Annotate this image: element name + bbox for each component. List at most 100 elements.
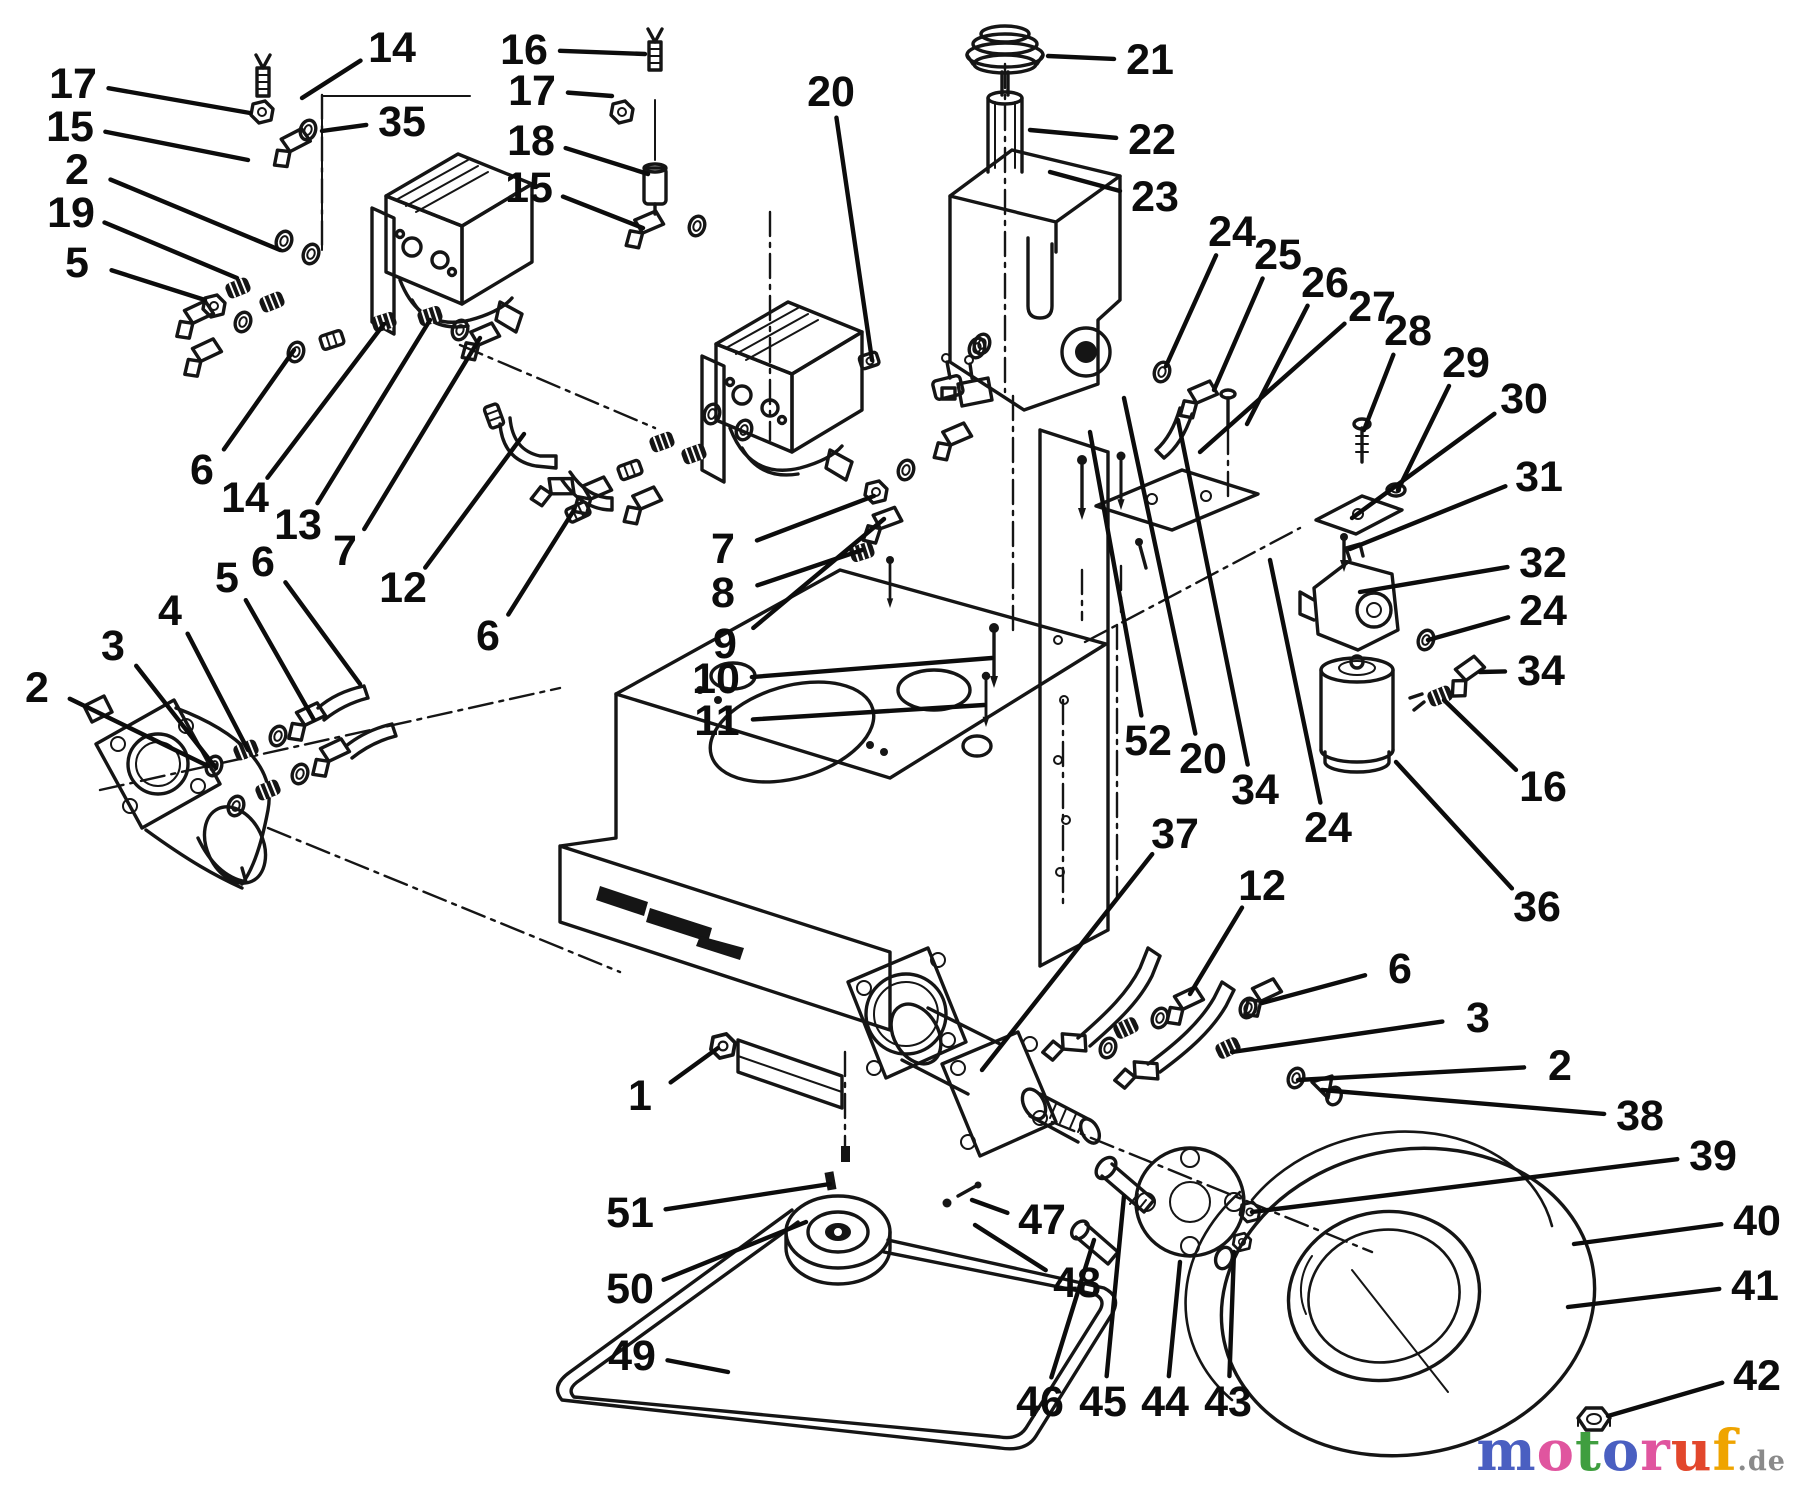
callout-16: 16 [500, 26, 548, 74]
watermark-letter: t [1574, 1418, 1602, 1484]
callout-24: 24 [1519, 587, 1567, 635]
leader-line-15 [103, 129, 251, 163]
fittings-left-motor [201, 684, 398, 820]
callout-35: 35 [378, 98, 426, 146]
leader-line-24 [1267, 557, 1323, 805]
leader-line-32 [1357, 564, 1510, 595]
reservoir-cap [965, 24, 1045, 75]
callout-13: 13 [274, 501, 322, 549]
callout-26: 26 [1301, 259, 1349, 307]
leader-line-2 [1295, 1065, 1527, 1083]
mount-plates [1094, 388, 1407, 572]
center-lines [98, 62, 1374, 1254]
leader-line-6 [221, 347, 297, 452]
callout-6: 6 [251, 538, 275, 586]
hose-left-upper [481, 401, 614, 515]
callout-15: 15 [46, 103, 94, 151]
callout-43: 43 [1204, 1378, 1252, 1426]
callout-32: 32 [1519, 539, 1567, 587]
callout-3: 3 [101, 622, 125, 670]
leader-line-16 [1441, 697, 1519, 773]
leader-line-2 [67, 696, 211, 769]
leader-line-7 [754, 493, 877, 543]
callout-5: 5 [215, 554, 239, 602]
watermark-logo: motoruf.de [1476, 1418, 1786, 1484]
leader-line-52 [1087, 429, 1144, 718]
leader-line-41 [1565, 1286, 1722, 1310]
callout-14: 14 [368, 24, 416, 72]
callout-14: 14 [221, 474, 269, 522]
leader-line-29 [1395, 383, 1452, 493]
leader-line-16 [557, 48, 648, 57]
fasteners [709, 1032, 1612, 1432]
callout-2: 2 [25, 664, 49, 712]
callout-21: 21 [1126, 36, 1174, 84]
callout-7: 7 [333, 527, 357, 575]
leader-line-2 [108, 177, 283, 253]
callout-52: 52 [1124, 717, 1172, 765]
callout-3: 3 [1466, 994, 1490, 1042]
callout-6: 6 [476, 612, 500, 660]
callout-27: 27 [1348, 283, 1396, 331]
callout-7: 7 [711, 525, 735, 573]
frame [321, 95, 1110, 1110]
callout-30: 30 [1500, 375, 1548, 423]
leader-line-27 [1197, 321, 1347, 455]
leader-line-23 [1047, 169, 1123, 194]
callout-24: 24 [1208, 208, 1256, 256]
leader-line-34 [1477, 669, 1508, 675]
leader-line-12 [423, 431, 527, 570]
hydraulic-pump-center [700, 300, 881, 484]
callout-36: 36 [1513, 883, 1561, 931]
leader-line-34 [1175, 417, 1250, 767]
leader-line-24 [1425, 615, 1511, 643]
leader-line-21 [1045, 53, 1117, 62]
leader-line-20 [834, 115, 875, 363]
callout-28: 28 [1384, 307, 1432, 355]
callout-15: 15 [505, 164, 553, 212]
leader-line-3 [1229, 1019, 1445, 1055]
leader-line-35 [319, 122, 369, 134]
leader-line-12 [1187, 905, 1245, 997]
leader-line-5 [109, 268, 208, 303]
leader-line-22 [1027, 127, 1119, 141]
callout-11: 11 [694, 697, 739, 745]
leader-line-4 [185, 631, 251, 753]
callout-17: 17 [508, 67, 556, 115]
leader-line-3 [134, 663, 219, 771]
callout-37: 37 [1151, 810, 1199, 858]
leader-line-11 [750, 702, 987, 722]
leader-line-44 [1166, 1259, 1183, 1379]
leader-line-1 [668, 1045, 721, 1085]
oil-filter-assembly [1298, 542, 1494, 774]
leader-line-40 [1571, 1222, 1724, 1247]
callout-18: 18 [507, 117, 555, 165]
callout-49: 49 [608, 1332, 656, 1380]
callout-9: 9 [713, 620, 737, 668]
leader-line-36 [1393, 759, 1515, 891]
leader-line-5 [243, 597, 317, 723]
tire [1184, 1130, 1597, 1458]
watermark-letter: u [1670, 1418, 1713, 1484]
leader-line-25 [1211, 276, 1265, 393]
leader-line-19 [102, 220, 240, 281]
callout-20: 20 [807, 68, 855, 116]
leader-line-13 [315, 317, 433, 506]
leader-line-42 [1605, 1380, 1725, 1419]
idler-pulley [784, 1194, 892, 1286]
leader-line-6 [283, 580, 363, 687]
leader-line-31 [1347, 484, 1508, 552]
leader-line-43 [1227, 1249, 1237, 1379]
leader-line-26 [1244, 303, 1310, 427]
watermark-suffix: .de [1737, 1446, 1786, 1477]
callout-20: 20 [1179, 735, 1227, 783]
leader-line-7 [362, 335, 483, 532]
callout-25: 25 [1254, 231, 1302, 279]
watermark-letter: m [1476, 1418, 1537, 1484]
leader-line-10 [749, 655, 995, 680]
callout-16: 16 [1519, 763, 1567, 811]
callout-6: 6 [190, 446, 214, 494]
callout-34: 34 [1517, 647, 1565, 695]
